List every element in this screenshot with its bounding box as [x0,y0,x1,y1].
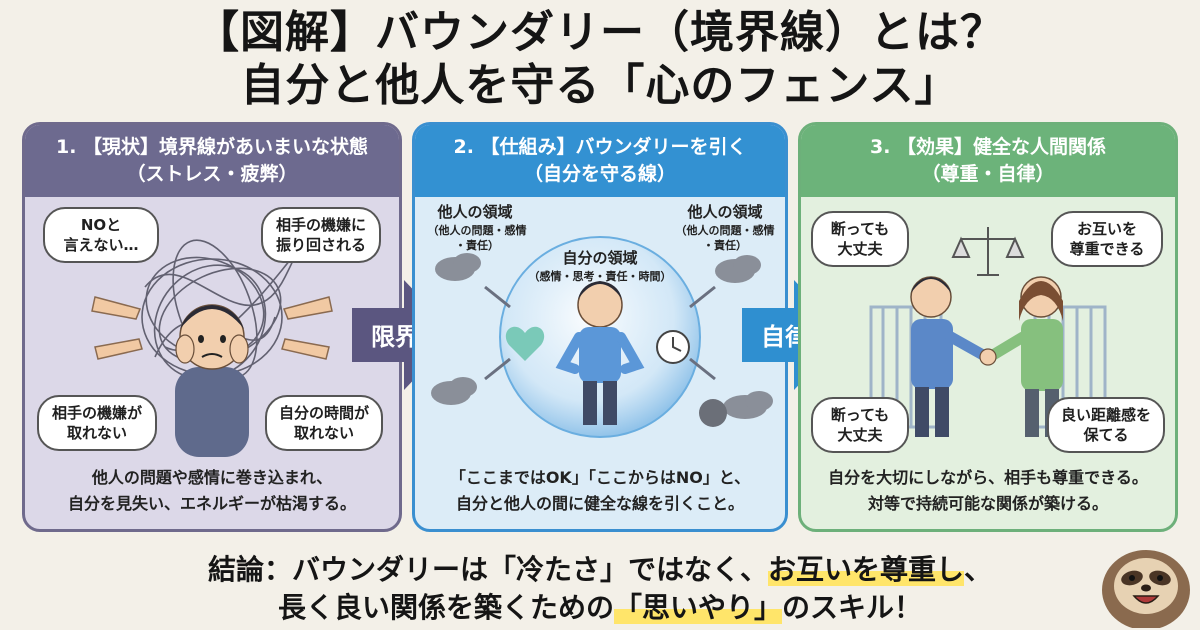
panel-2-footer-line-2: 自分と他人の間に健全な線を引くこと。 [455,494,744,513]
panel-3-heading-line-1: 3. 【効果】健全な人間関係 [869,136,1107,158]
conclusion-line-1: 結論：バウンダリーは「冷たさ」ではなく、お互いを尊重し、 [0,552,1200,588]
balance-scale-icon [951,227,1025,276]
bubble-text: NOと [80,216,122,234]
title-line-1: 【図解】バウンダリー（境界線）とは？ [195,7,1005,58]
panel-2-heading-line-2: （自分を守る線） [523,163,676,185]
handshake-icon [979,348,997,366]
panel-mechanism: 2. 【仕組み】バウンダリーを引く （自分を守る線） [412,122,788,532]
storm-cloud-icon [431,253,773,419]
incoming-arrows-icon [484,285,716,381]
others-area-right-sub: （他人の問題・感情 ・責任） [663,223,785,253]
panel-2-illustration: 他人の領域 （他人の問題・感情 ・責任） 他人の領域 （他人の問題・感情 ・責任… [415,197,785,457]
bubble-mutual-respect: お互いを 尊重できる [1051,211,1163,267]
panel-3-illustration: 断っても 大丈夫 お互いを 尊重できる 断っても 大丈夫 良い距離感を 保てる [801,197,1175,457]
panel-effect: 3. 【効果】健全な人間関係 （尊重・自律） [798,122,1178,532]
boundary-sphere-illustration [431,236,773,438]
bubble-cannot-manage-mood: 相手の機嫌が 取れない [37,395,157,451]
man-icon [910,276,989,437]
confident-person-icon [555,281,645,425]
panel-current-state: 1. 【現状】境界線があいまいな状態 （ストレス・疲弊） [22,122,402,532]
own-area-label: 自分の領域 [562,249,638,267]
bubble-text: 良い距離感を [1060,406,1151,424]
bubble-text: 取れない [293,424,354,442]
bubble-text: 相手の機嫌に [275,216,366,234]
conclusion-highlight: 「思いやり」 [613,591,782,624]
bubble-text: 大丈夫 [837,240,883,258]
conclusion-line-2: 長く良い関係を築くための「思いやり」のスキル！ [0,590,1200,626]
bubble-text: 自分の時間が [278,404,369,422]
conclusion-highlight: お互いを尊重し [767,553,964,586]
panel-3-heading-line-2: （尊重・自律） [921,163,1055,185]
bubble-text: 断っても [830,406,890,424]
bubble-swayed-by-mood: 相手の機嫌に 振り回される [261,207,381,263]
bubble-text: 尊重できる [1069,240,1145,258]
panel-2-footer-line-1: 「ここまではOK」「ここからはNO」と、 [449,468,751,487]
sub-text: ・責任） [455,239,499,252]
bubble-text: 大丈夫 [837,426,883,444]
bubble-text: 相手の機嫌が [51,404,142,422]
bubble-ok-to-refuse-top: 断っても 大丈夫 [811,211,909,267]
bubble-text: 取れない [66,424,127,442]
bubble-text: 振り回される [275,236,366,254]
panel-1-footer-line-2: 自分を見失い、エネルギーが枯渇する。 [67,494,356,513]
bubble-text: 保てる [1083,426,1129,444]
conclusion-text: のスキル！ [782,591,923,624]
bubble-ok-to-refuse-bottom: 断っても 大丈夫 [811,397,909,453]
panel-1-footer-line-1: 他人の問題や感情に巻き込まれ、 [91,468,333,487]
bubble-cannot-say-no: NOと 言えない… [43,207,159,263]
money-bag-icon [699,399,727,427]
panel-1-illustration: NOと 言えない… 相手の機嫌に 振り回される 相手の機嫌が 取れない 自分の時… [25,197,399,457]
others-area-right-label: 他人の領域 [687,203,763,221]
others-area-left-label: 他人の領域 [437,203,513,221]
panel-2-footer: 「ここまではOK」「ここからはNO」と、 自分と他人の間に健全な線を引くこと。 [415,465,785,517]
panel-1-heading-line-2: （ストレス・疲弊） [126,163,298,185]
panel-2-heading-line-1: 2. 【仕組み】バウンダリーを引く [453,136,747,158]
sub-text: （他人の問題・感情 [427,224,527,237]
panel-1-heading: 1. 【現状】境界線があいまいな状態 （ストレス・疲弊） [25,125,399,197]
tangled-stress-illustration [91,239,333,457]
pointing-hands-icon [91,296,333,360]
sub-text: （他人の問題・感情 [675,224,775,237]
others-area-left-sub: （他人の問題・感情 ・責任） [415,223,539,253]
bubble-no-own-time: 自分の時間が 取れない [265,395,383,451]
panel-3-footer: 自分を大切にしながら、相手も尊重できる。 対等で持続可能な関係が築ける。 [801,465,1175,517]
panel-1-footer: 他人の問題や感情に巻き込まれ、 自分を見失い、エネルギーが枯渇する。 [25,465,399,517]
stressed-person-icon [175,304,249,457]
bubble-good-distance: 良い距離感を 保てる [1047,397,1165,453]
panel-3-heading: 3. 【効果】健全な人間関係 （尊重・自律） [801,125,1175,197]
heart-icon [505,326,545,361]
arrow-limit-label: 限界 [371,323,419,351]
panel-3-footer-line-1: 自分を大切にしながら、相手も尊重できる。 [828,468,1148,487]
woman-icon [987,276,1063,437]
conclusion-text: 結論：バウンダリーは「冷たさ」ではなく、 [207,553,768,586]
sloth-mascot-icon [1102,550,1190,628]
clock-icon [656,330,690,364]
title-line-2: 自分と他人を守る「心のフェンス」 [240,60,960,111]
bubble-text: 言えない… [63,236,139,254]
panel-1-heading-line-1: 1. 【現状】境界線があいまいな状態 [55,136,369,158]
sub-text: ・責任） [703,239,747,252]
conclusion-text: 長く良い関係を築くための [277,591,614,624]
panel-3-footer-line-2: 対等で持続可能な関係が築ける。 [867,494,1108,513]
conclusion-text: 、 [964,553,993,586]
panel-2-heading: 2. 【仕組み】バウンダリーを引く （自分を守る線） [415,125,785,197]
own-area-sub: （感情・思考・責任・時間） [528,270,672,283]
bubble-text: 断っても [830,220,890,238]
bubble-text: お互いを [1076,220,1137,238]
